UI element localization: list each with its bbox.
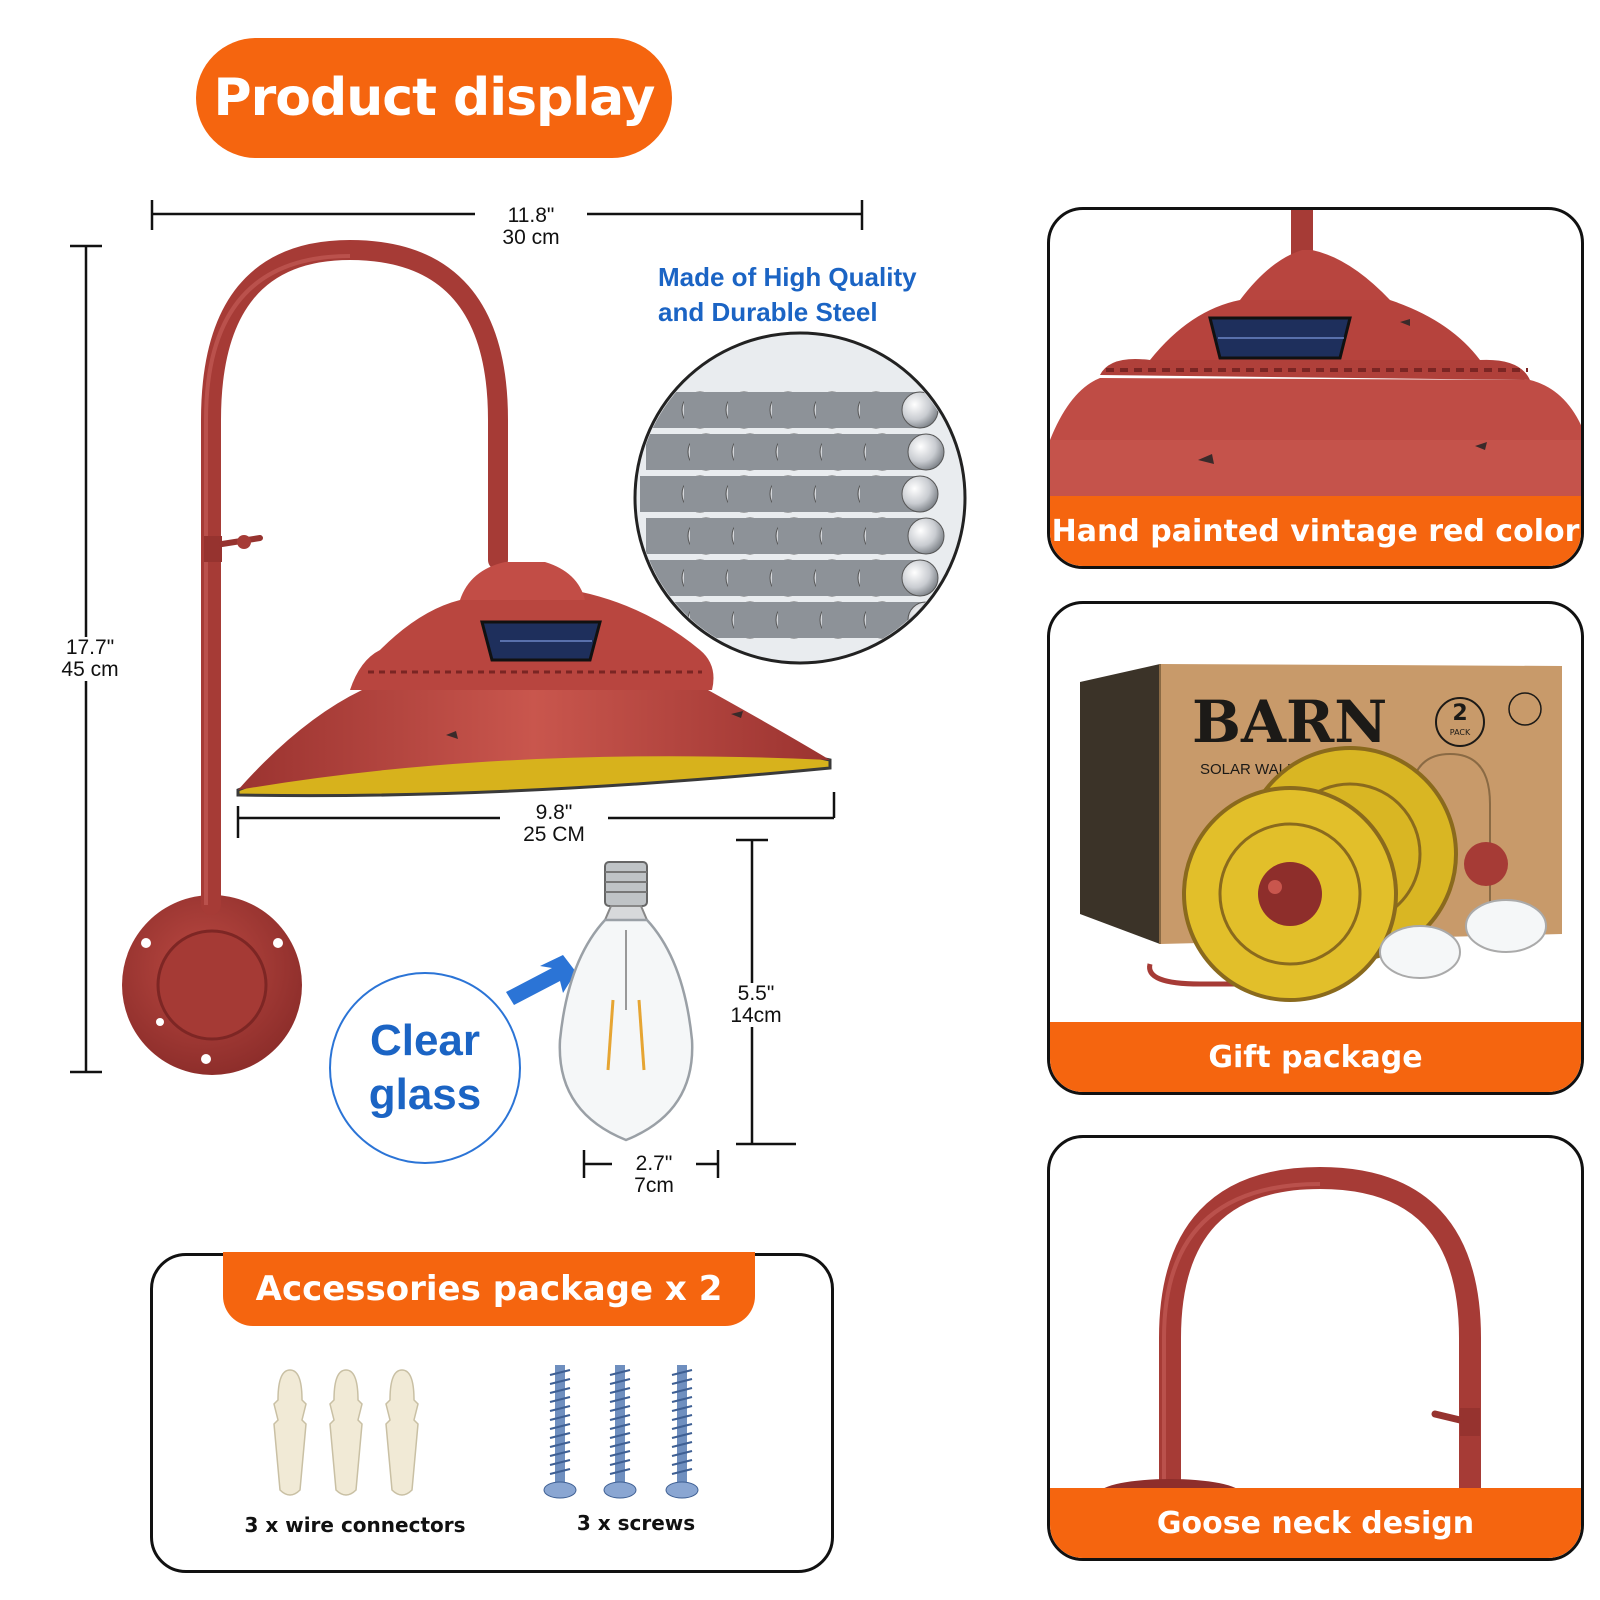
arrow-icon bbox=[506, 955, 576, 1005]
dim-height-cm: 45 cm bbox=[61, 658, 119, 681]
wall-plate bbox=[122, 895, 302, 1075]
title-pill: Product display bbox=[196, 38, 672, 158]
wing-nut bbox=[204, 535, 263, 562]
steel-caption-line2: and Durable Steel bbox=[658, 297, 878, 327]
bulb-image bbox=[558, 861, 694, 1142]
lamp-diagram bbox=[70, 200, 967, 1178]
card-goose-neck: Goose neck design bbox=[1047, 1135, 1584, 1561]
box-brand: BARN bbox=[1192, 688, 1387, 756]
dim-width-top-in: 11.8" bbox=[507, 204, 555, 227]
accessories-title: Accessories package x 2 bbox=[223, 1252, 755, 1326]
dim-width-top-cm: 30 cm bbox=[502, 226, 560, 249]
dim-height-label: 17.7" 45 cm bbox=[38, 637, 142, 681]
connectors-label: 3 x wire connectors bbox=[244, 1513, 466, 1537]
steel-caption-line1: Made of High Quality bbox=[658, 262, 917, 292]
dim-bulb-height-cm: 14cm bbox=[730, 1004, 782, 1027]
dim-bulb-width-label: 2.7" 7cm bbox=[612, 1153, 696, 1197]
dim-bulb-width-cm: 7cm bbox=[634, 1174, 674, 1197]
card-goose-neck-label: Goose neck design bbox=[1050, 1488, 1581, 1558]
card-gift-package: BARN SOLAR WALL LIGHT 2 PACK Gift packag… bbox=[1047, 601, 1584, 1095]
goose-neck-arm bbox=[201, 239, 508, 915]
dim-bulb-width-in: 2.7" bbox=[635, 1152, 673, 1175]
dim-width-top-label: 11.8" 30 cm bbox=[475, 205, 587, 249]
card-gift-package-label: Gift package bbox=[1050, 1022, 1581, 1092]
accessories-items bbox=[273, 1365, 699, 1499]
dim-bulb-height-label: 5.5" 14cm bbox=[712, 983, 800, 1027]
steel-caption: Made of High Quality and Durable Steel bbox=[658, 260, 978, 330]
box-pack-word: PACK bbox=[1450, 728, 1471, 737]
screw-icon bbox=[543, 1365, 699, 1499]
lamp-shade bbox=[236, 562, 832, 798]
dim-height-in: 17.7" bbox=[65, 636, 115, 659]
clear-glass-callout: Clear glass bbox=[329, 972, 521, 1164]
clear-glass-line2: glass bbox=[368, 1070, 482, 1119]
card-vintage-red: Hand painted vintage red color bbox=[1047, 207, 1584, 569]
screws-label: 3 x screws bbox=[576, 1511, 696, 1535]
wire-connector-icon bbox=[273, 1369, 419, 1496]
clear-glass-line1: Clear bbox=[369, 1016, 481, 1065]
page-title: Product display bbox=[213, 68, 656, 128]
gift-package-image: BARN SOLAR WALL LIGHT 2 PACK bbox=[1080, 664, 1562, 1002]
dim-shade-label: 9.8" 25 CM bbox=[500, 802, 608, 846]
card-vintage-red-label: Hand painted vintage red color bbox=[1050, 496, 1581, 566]
steel-rods-image bbox=[633, 331, 967, 665]
dim-shade-cm: 25 CM bbox=[523, 823, 585, 846]
dim-shade-in: 9.8" bbox=[535, 801, 573, 824]
shade-closeup-image bbox=[1050, 210, 1581, 500]
dim-bulb-height-in: 5.5" bbox=[737, 982, 775, 1005]
box-pack-number: 2 bbox=[1452, 701, 1467, 726]
